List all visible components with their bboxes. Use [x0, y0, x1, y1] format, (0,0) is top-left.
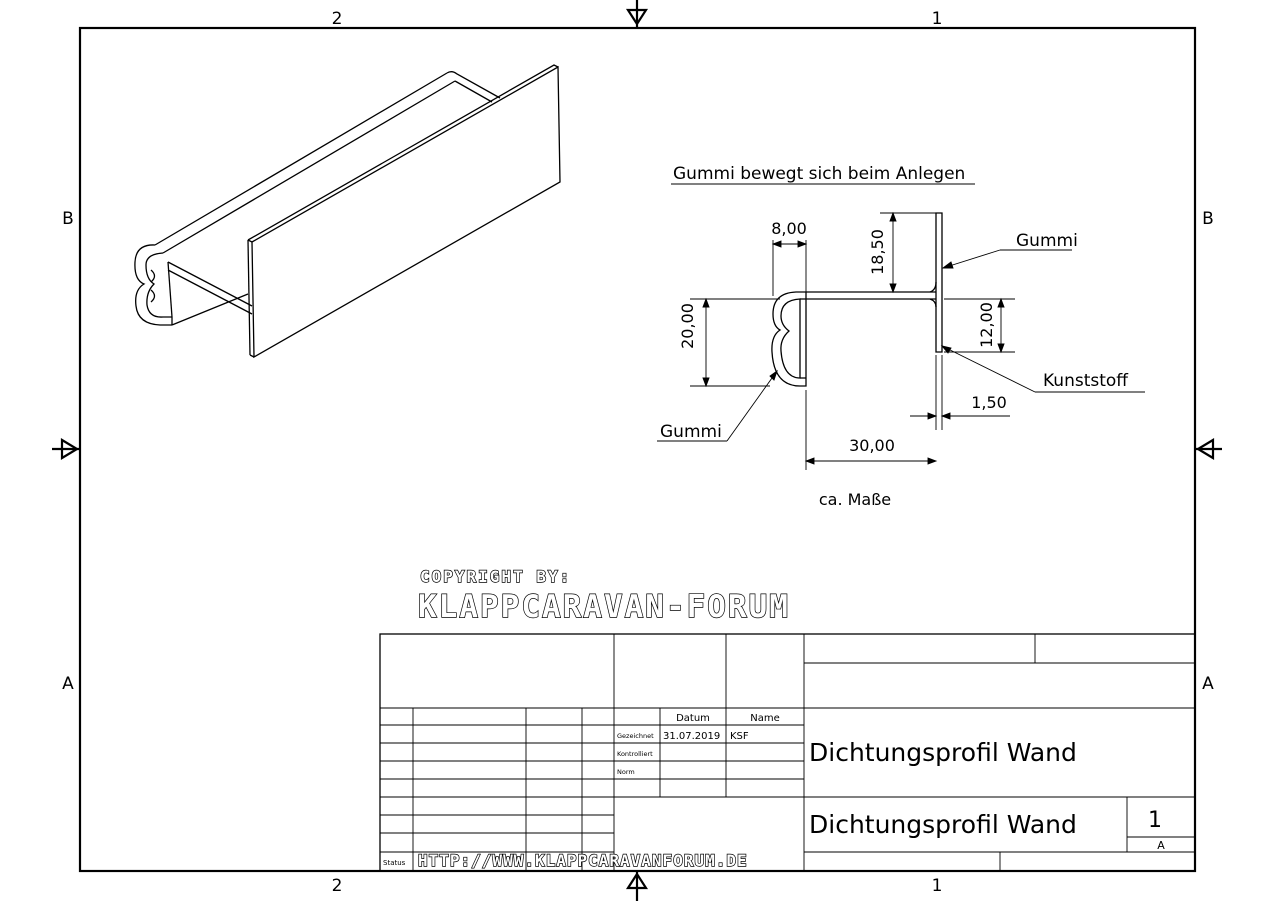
tb-name: KSF — [730, 731, 749, 742]
zone-right-A: A — [1202, 674, 1214, 694]
dim-height-upper: 18,50 — [868, 229, 887, 275]
dim-width-total: 30,00 — [849, 436, 895, 455]
dim-thickness: 1,50 — [971, 393, 1007, 412]
watermark-copyright: COPYRIGHT BY: — [420, 567, 571, 586]
zone-top-1: 1 — [932, 9, 943, 29]
dim-height-left: 20,00 — [678, 303, 697, 349]
leader-lines — [657, 249, 1145, 442]
tb-status: Status — [383, 859, 406, 867]
section-heading: Gummi bewegt sich beim Anlegen — [673, 164, 965, 184]
dim-width-top: 8,00 — [771, 219, 807, 238]
tb-row-gezeichnet: Gezeichnet — [617, 732, 654, 740]
watermark-url: HTTP://WWW.KLAPPCARAVANFORUM.DE — [418, 851, 748, 870]
tb-drawing-name: Dichtungsprofil Wand — [809, 810, 1077, 839]
zone-top-2: 2 — [332, 9, 343, 29]
centering-mark-right — [1195, 438, 1222, 460]
title-block — [379, 633, 1196, 872]
zone-right-B: B — [1202, 209, 1214, 229]
tb-date: 31.07.2019 — [663, 731, 720, 742]
dim-height-right: 12,00 — [977, 302, 996, 348]
dimension-lines — [690, 211, 1015, 470]
tb-row-norm: Norm — [617, 768, 635, 776]
centering-mark-top — [625, 0, 649, 28]
watermark-forum: KLAPPCARAVAN-FORUM — [418, 589, 790, 625]
tb-revision: A — [1157, 839, 1165, 852]
tb-col-name: Name — [750, 713, 780, 724]
label-gummi-top: Gummi — [1016, 231, 1078, 251]
centering-mark-left — [52, 438, 80, 460]
zone-bottom-1: 1 — [932, 876, 943, 896]
tb-sheet: 1 — [1148, 808, 1162, 833]
tb-title: Dichtungsprofil Wand — [809, 738, 1077, 767]
note-approx: ca. Maße — [819, 490, 891, 509]
zone-left-A: A — [62, 674, 74, 694]
isometric-profile-view — [134, 64, 561, 359]
zone-left-B: B — [62, 209, 74, 229]
label-gummi-bottom: Gummi — [660, 422, 722, 442]
zone-bottom-2: 2 — [332, 876, 343, 896]
section-profile — [771, 212, 943, 387]
label-kunststoff: Kunststoff — [1043, 371, 1129, 391]
tb-row-kontrolliert: Kontrolliert — [617, 750, 653, 758]
centering-mark-bottom — [625, 871, 649, 901]
tb-col-datum: Datum — [676, 713, 710, 724]
